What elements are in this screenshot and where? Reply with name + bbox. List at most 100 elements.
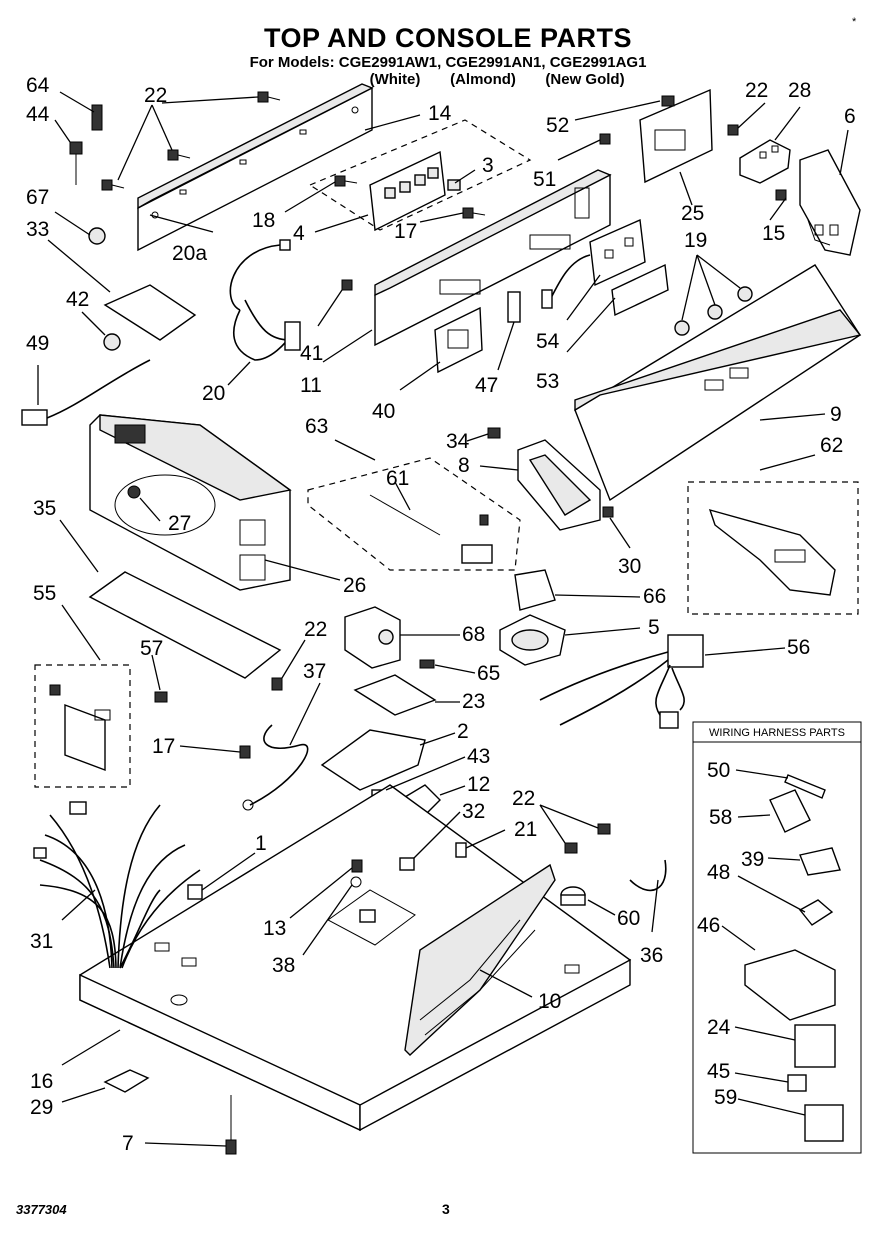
callout-22-middle: 22 [304, 618, 327, 641]
control-switch-assembly [308, 119, 532, 232]
callout-61: 61 [386, 467, 409, 490]
harness-56 [539, 634, 704, 729]
callout-25: 25 [681, 202, 704, 225]
main-console-9 [574, 264, 862, 502]
callout-2: 2 [457, 720, 469, 743]
part-47 [507, 291, 521, 323]
callout-65: 65 [477, 662, 500, 685]
bracket-29 [103, 1069, 150, 1093]
callout-18: 18 [252, 209, 275, 232]
part-1 [187, 884, 203, 900]
callout-38: 38 [272, 954, 295, 977]
wire-37 [249, 724, 309, 806]
callout-46: 46 [697, 914, 720, 937]
callout-24: 24 [707, 1016, 731, 1039]
color-new-gold: (New Gold) [545, 71, 624, 88]
part-23 [353, 674, 437, 716]
callout-60: 60 [617, 907, 640, 930]
screw-22-right-a [597, 823, 611, 835]
knob-housing-8 [517, 439, 601, 531]
callout-32: 32 [462, 800, 485, 823]
color-almond: (Almond) [450, 71, 516, 88]
callout-22-lower-right: 22 [512, 787, 535, 810]
callout-15: 15 [762, 222, 785, 245]
callout-26: 26 [343, 574, 366, 597]
callout-39: 39 [741, 848, 764, 871]
timer-assembly-62 [687, 481, 859, 615]
callout-44: 44 [26, 103, 50, 126]
callout-17-top: 17 [394, 220, 417, 243]
harness-20 [229, 239, 301, 361]
rail-group-63 [307, 457, 521, 571]
harness-31 [33, 801, 201, 969]
callout-8: 8 [458, 454, 470, 477]
callout-28: 28 [788, 79, 811, 102]
switch-group-55 [34, 664, 168, 788]
callout-19: 19 [684, 229, 707, 252]
connector-28 [739, 139, 791, 184]
clip-34 [487, 427, 501, 439]
callout-27: 27 [168, 512, 191, 535]
callout-17-lower: 17 [152, 735, 175, 758]
callout-9: 9 [830, 403, 842, 426]
motor-bracket-66 [499, 569, 566, 666]
callout-12: 12 [467, 773, 490, 796]
callout-41: 41 [300, 342, 323, 365]
callout-5: 5 [648, 616, 660, 639]
part-21 [455, 842, 467, 858]
callout-67: 67 [26, 186, 49, 209]
callout-34: 34 [446, 430, 470, 453]
screw-30 [602, 506, 614, 518]
callout-22-top: 22 [144, 84, 167, 107]
callout-4: 4 [293, 222, 305, 245]
callout-3: 3 [482, 154, 494, 177]
color-white: (White) [370, 71, 421, 88]
bracket-68 [344, 606, 435, 669]
plate-35 [88, 571, 282, 679]
callout-labels: 64 44 67 33 42 49 22 14 18 20a 20 4 3 17… [26, 74, 856, 1155]
part-32 [399, 857, 415, 871]
washer-38 [350, 876, 362, 888]
callout-30: 30 [618, 555, 641, 578]
callout-53: 53 [536, 370, 559, 393]
callout-22-right: 22 [745, 79, 768, 102]
callout-20: 20 [202, 382, 225, 405]
vent-grille-10 [404, 863, 556, 1056]
wire-36 [629, 859, 667, 892]
callout-21: 21 [514, 818, 537, 841]
callout-56: 56 [787, 636, 810, 659]
callout-23: 23 [462, 690, 485, 713]
left-upper-parts [21, 104, 197, 426]
callout-54: 54 [536, 330, 560, 353]
end-cap-6 [775, 149, 861, 256]
callout-33: 33 [26, 218, 49, 241]
callout-66: 66 [643, 585, 666, 608]
callout-48: 48 [707, 861, 730, 884]
leader-lines [37, 91, 849, 1147]
callout-62: 62 [820, 434, 843, 457]
callout-63: 63 [305, 415, 328, 438]
callout-68: 68 [462, 623, 485, 646]
wiring-harness-inset: WIRING HARNESS PARTS [692, 721, 862, 1154]
page-number: 3 [442, 1201, 450, 1217]
callout-31: 31 [30, 930, 53, 953]
callout-37: 37 [303, 660, 326, 683]
callout-47: 47 [475, 374, 498, 397]
callout-10: 10 [538, 990, 561, 1013]
callout-16: 16 [30, 1070, 53, 1093]
screw-22-right-b [564, 842, 578, 854]
console-frame [374, 169, 612, 347]
screw-13 [351, 859, 363, 873]
callout-20a: 20a [172, 242, 207, 265]
callout-42: 42 [66, 288, 89, 311]
callout-7: 7 [122, 1132, 134, 1155]
callout-58: 58 [709, 806, 732, 829]
corner-mark: * [852, 16, 857, 28]
inset-title: WIRING HARNESS PARTS [709, 727, 845, 739]
callout-64: 64 [26, 74, 50, 97]
callout-57: 57 [140, 637, 163, 660]
callout-14: 14 [428, 102, 452, 125]
callout-49: 49 [26, 332, 49, 355]
lint-housing-26 [89, 414, 292, 591]
callout-36: 36 [640, 944, 663, 967]
